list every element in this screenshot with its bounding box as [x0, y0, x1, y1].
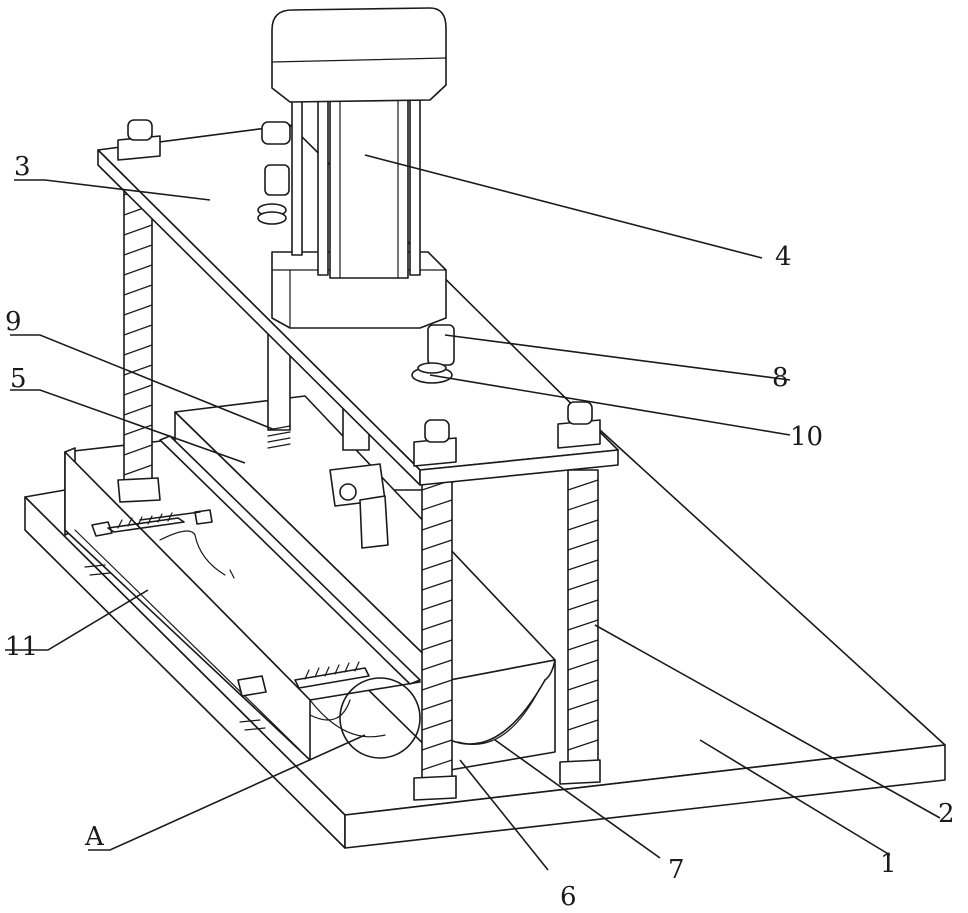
label-3: 3 [14, 152, 31, 182]
label-2: 2 [938, 799, 955, 829]
label-5: 5 [10, 364, 27, 394]
label-9: 9 [5, 307, 22, 337]
label-6: 6 [560, 882, 577, 912]
label-4: 4 [775, 242, 792, 272]
label-1: 1 [880, 849, 897, 879]
label-10: 10 [790, 422, 823, 452]
air-cylinder [272, 8, 446, 328]
label-a: A [84, 822, 105, 852]
label-8: 8 [772, 363, 789, 393]
nut-top-back-left [118, 120, 160, 160]
label-7: 7 [668, 855, 685, 885]
label-11: 11 [5, 632, 38, 662]
